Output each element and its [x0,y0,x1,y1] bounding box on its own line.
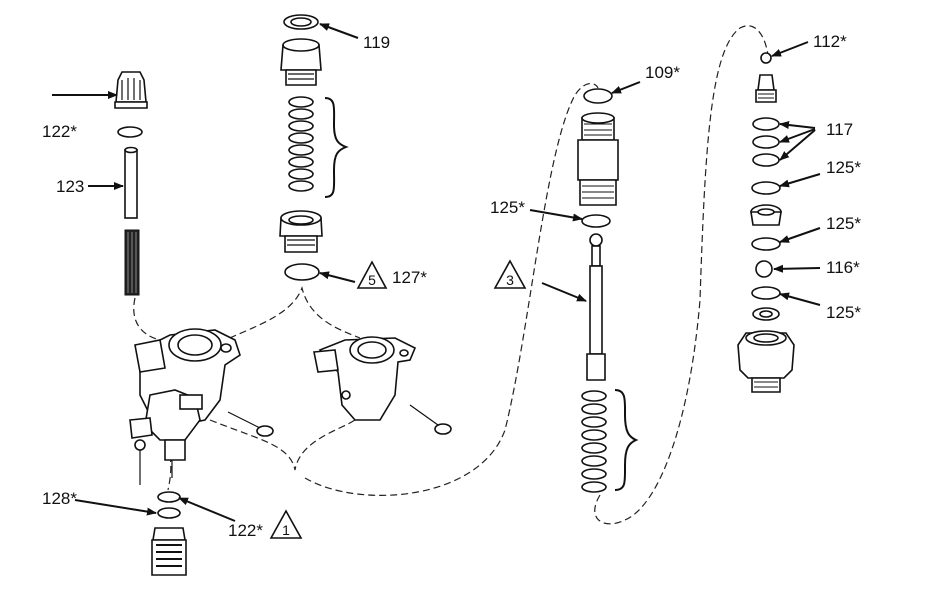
packing-nut-upper [280,38,322,86]
filter-part [124,229,140,296]
callout-122-bottom: 122* [228,521,263,540]
oring-122-top [117,126,143,138]
pump-cylinder [577,112,619,206]
dipstick-left [227,411,274,437]
packing-nut-lower [279,210,323,253]
oring-127 [284,263,320,281]
packing-stack-lower [581,390,607,493]
dipstick-center [409,404,452,435]
ball-112 [760,52,772,64]
oring-109 [583,88,613,104]
oring-117-a [752,117,780,131]
valve-seat-upper [755,74,777,103]
valve-guide [750,204,782,226]
callout-128: 128* [42,489,77,508]
seat-retainer [752,307,780,321]
oring-125-d [751,286,781,300]
callout-125-d: 125* [826,303,861,322]
oring-117-b [752,135,780,149]
callout-labels: 119 122* 123 127* 128* 122* 109* 125* 11… [42,32,861,540]
inlet-fitting [151,527,187,576]
callout-116: 116* [826,258,860,277]
tube-123 [124,146,138,219]
packing-stack-upper [288,96,314,192]
oring-128 [157,507,181,519]
callout-123: 123 [56,177,84,196]
callout-127: 127* [392,268,427,287]
pump-body-left [129,328,241,485]
oring-125-b [751,181,781,195]
note-triangle-5: 5 [356,260,388,289]
callout-122-top: 122* [42,122,77,141]
note-3-label: 3 [506,272,514,288]
brace-lower [614,389,639,491]
ball-116 [755,260,773,278]
foot-valve-housing [737,330,795,393]
oring-125-c [751,237,781,251]
callout-119: 119 [363,33,390,52]
brace-upper [324,97,349,198]
note-1-label: 1 [282,522,290,538]
callout-117: 117 [826,120,853,139]
oring-122-bottom [157,491,181,503]
note-triangle-3: 3 [493,259,527,289]
piston-rod [586,233,606,381]
oring-125-a [581,214,611,228]
washer-119 [283,14,319,30]
callout-125-c: 125* [826,214,861,233]
callout-109: 109* [645,63,680,82]
leader-lines [52,23,821,522]
callout-125-a: 125* [490,198,525,217]
note-5-label: 5 [368,272,376,288]
pump-body-center [313,336,417,421]
assembly-dashed-lines [133,25,769,525]
callout-112: 112* [813,32,847,51]
callout-125-b: 125* [826,158,861,177]
oring-117-c [752,153,780,167]
cap-part [114,71,148,109]
note-triangle-1: 1 [269,509,303,539]
